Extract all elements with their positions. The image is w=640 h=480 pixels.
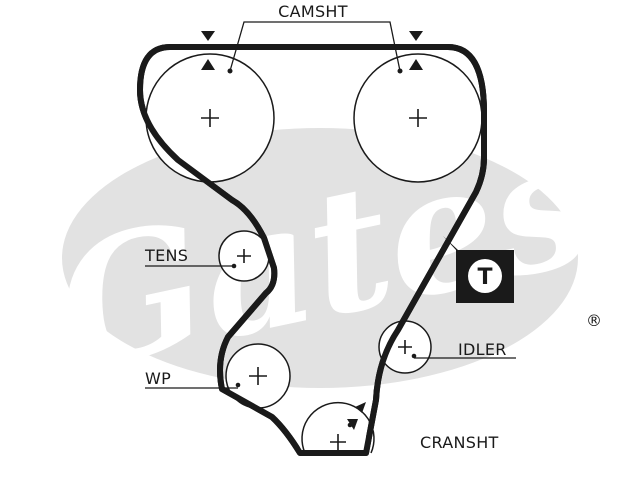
camshaft-label: CAMSHT (278, 2, 348, 21)
right-cam-bottom-arrow (409, 59, 423, 70)
crank-mark-bottom-arrow (347, 419, 358, 430)
watermark-registered-mark: ® (586, 311, 602, 330)
crank-mark-top-arrow (355, 402, 366, 413)
tensioner-callout: TENS (144, 246, 234, 267)
camshaft-callout: CAMSHT (229, 1, 401, 72)
tensioner-symbol-letter: T (477, 265, 492, 290)
water-pump-callout: WP (145, 369, 238, 389)
pulleys (145, 53, 483, 454)
tensioner-symbol-circle (468, 259, 502, 293)
left-camshaft-pulley (145, 53, 275, 183)
left-cam-bottom-arrow (201, 59, 215, 70)
crankshaft-label: CRANSHT (420, 433, 499, 452)
tensioner-symbol: T (443, 236, 514, 303)
left-camshaft-center-mark (201, 109, 219, 127)
idler-callout: IDLER (414, 340, 516, 359)
left-cam-top-arrow (201, 31, 215, 41)
camshaft-bracket (229, 21, 401, 72)
right-camshaft-pulley (353, 53, 483, 183)
watermark-oval (62, 128, 578, 388)
gates-watermark: Gates ® (40, 102, 608, 409)
tensioner-pulley (218, 230, 270, 282)
idler-label: IDLER (458, 340, 507, 359)
right-camshaft-center-mark (409, 109, 427, 127)
right-cam-top-arrow (409, 31, 423, 41)
timing-marks (201, 31, 423, 430)
tensioner-label: TENS (144, 246, 188, 265)
water-pump-label: WP (145, 369, 171, 388)
crankshaft-pulley (299, 401, 375, 454)
belt-over-pulleys (137, 44, 487, 456)
